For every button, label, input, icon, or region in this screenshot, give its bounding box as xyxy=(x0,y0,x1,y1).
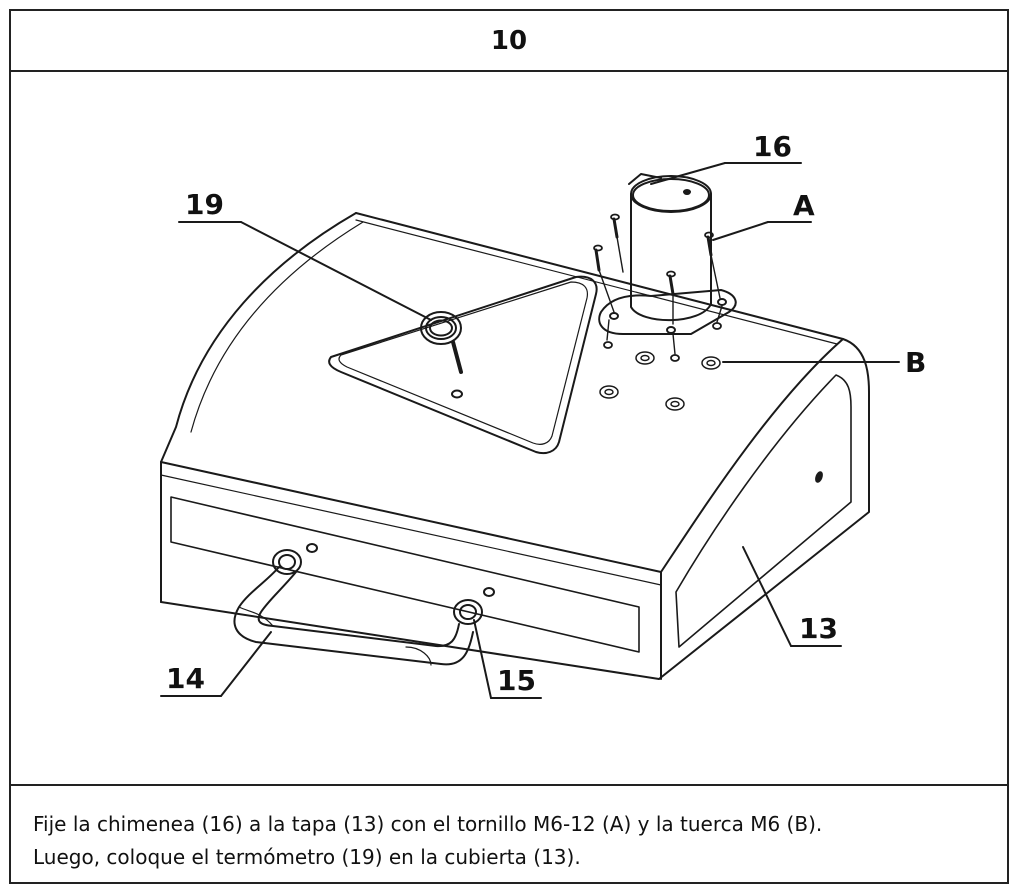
assembly-diagram: 16 19 A B 13 14 15 xyxy=(11,72,1007,784)
lid-curved-front xyxy=(160,212,357,463)
front-slot xyxy=(170,496,640,653)
callout-19: 19 xyxy=(185,188,224,221)
lid-assembly-drawing: 16 19 A B 13 14 15 xyxy=(160,130,926,699)
lid-front-bottom xyxy=(160,601,660,680)
side-panel xyxy=(675,374,852,648)
lid-top-back-edge xyxy=(355,212,844,340)
callout-13: 13 xyxy=(799,612,838,645)
lid-front-band-top xyxy=(160,461,662,573)
nut-icons xyxy=(599,351,721,411)
callout-leaders xyxy=(160,162,900,699)
callout-a: A xyxy=(793,189,815,222)
bolt-icons xyxy=(593,213,723,362)
instruction-text: Fije la chimenea (16) a la tapa (13) con… xyxy=(11,784,1007,882)
callout-16: 16 xyxy=(753,130,792,163)
handle-icon xyxy=(233,566,474,666)
instruction-line-1: Fije la chimenea (16) a la tapa (13) con… xyxy=(33,812,823,836)
instruction-panel: 10 xyxy=(9,9,1009,884)
callout-15: 15 xyxy=(497,664,536,697)
callout-14: 14 xyxy=(166,662,205,695)
handle-mount-icons xyxy=(272,543,495,625)
thermometer-icon xyxy=(420,311,463,374)
lid-right-side xyxy=(658,338,870,680)
chimney-icon xyxy=(598,173,737,335)
instruction-line-2: Luego, coloque el termómetro (19) en la … xyxy=(33,845,581,869)
step-number: 10 xyxy=(11,11,1007,72)
thermometer-plate xyxy=(328,275,598,455)
callout-b: B xyxy=(905,346,926,379)
